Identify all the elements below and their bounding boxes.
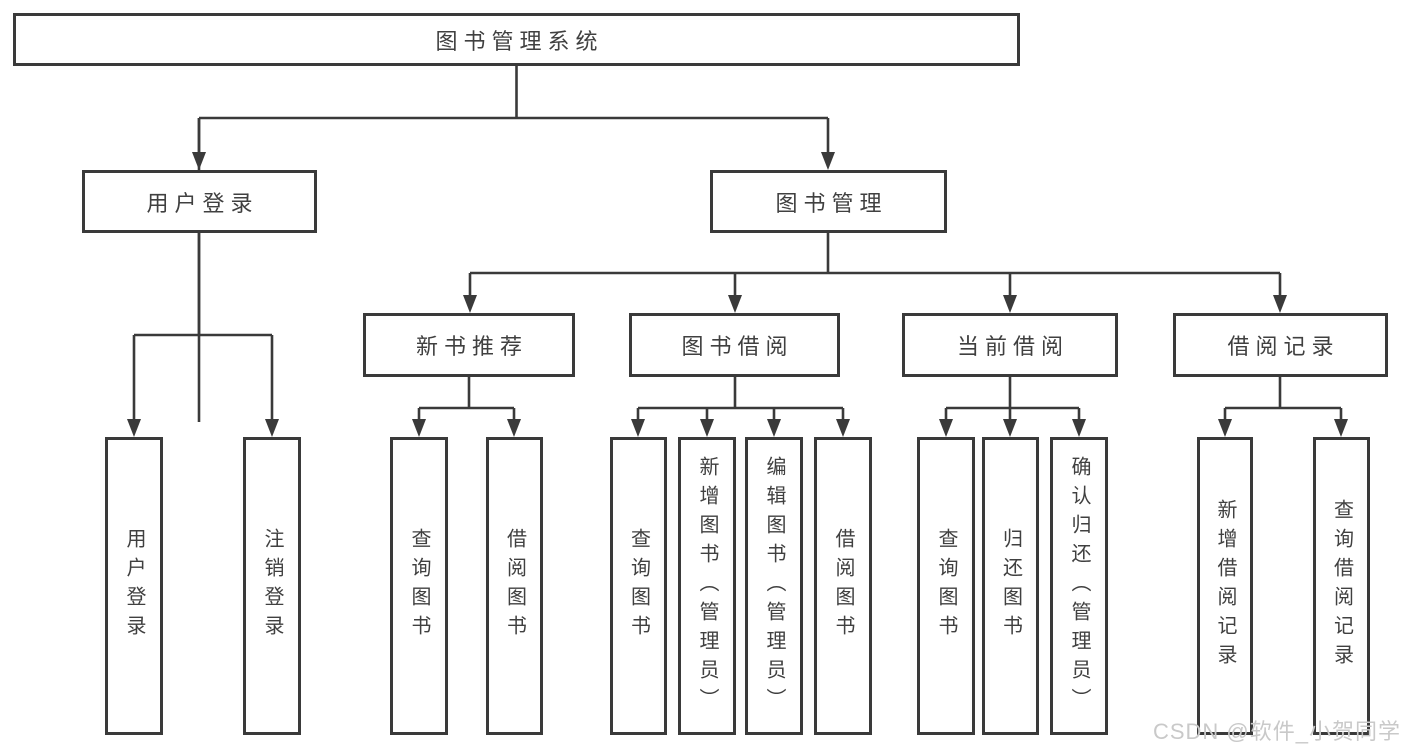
leaf-borrow-books-recommend: 借阅图书 [486,437,543,735]
leaf-logout: 注销登录 [243,437,301,735]
leaf-confirm-return-admin: 确认归还（管理员） [1050,437,1108,735]
node-user-login: 用户登录 [82,170,317,233]
csdn-watermark: CSDN @软件_小贺同学 [1152,719,1401,744]
leaf-query-books-recommend: 查询图书 [390,437,448,735]
leaf-add-borrow-record: 新增借阅记录 [1197,437,1253,735]
leaf-return-book: 归还图书 [982,437,1039,735]
node-book-borrow: 图书借阅 [629,313,840,377]
leaf-user-login: 用户登录 [105,437,163,735]
node-borrow-records: 借阅记录 [1173,313,1388,377]
leaf-add-book-admin: 新增图书（管理员） [678,437,736,735]
node-new-book-recommend: 新书推荐 [363,313,575,377]
leaf-query-borrow-record: 查询借阅记录 [1313,437,1370,735]
node-book-management: 图书管理 [710,170,947,233]
leaf-borrow-books: 借阅图书 [814,437,872,735]
leaf-edit-book-admin: 编辑图书（管理员） [745,437,803,735]
leaf-query-books-current: 查询图书 [917,437,975,735]
leaf-query-books-borrow: 查询图书 [610,437,667,735]
arrowhead-icons [127,152,1348,437]
node-library-management-system: 图书管理系统 [13,13,1020,66]
node-current-borrow: 当前借阅 [902,313,1118,377]
